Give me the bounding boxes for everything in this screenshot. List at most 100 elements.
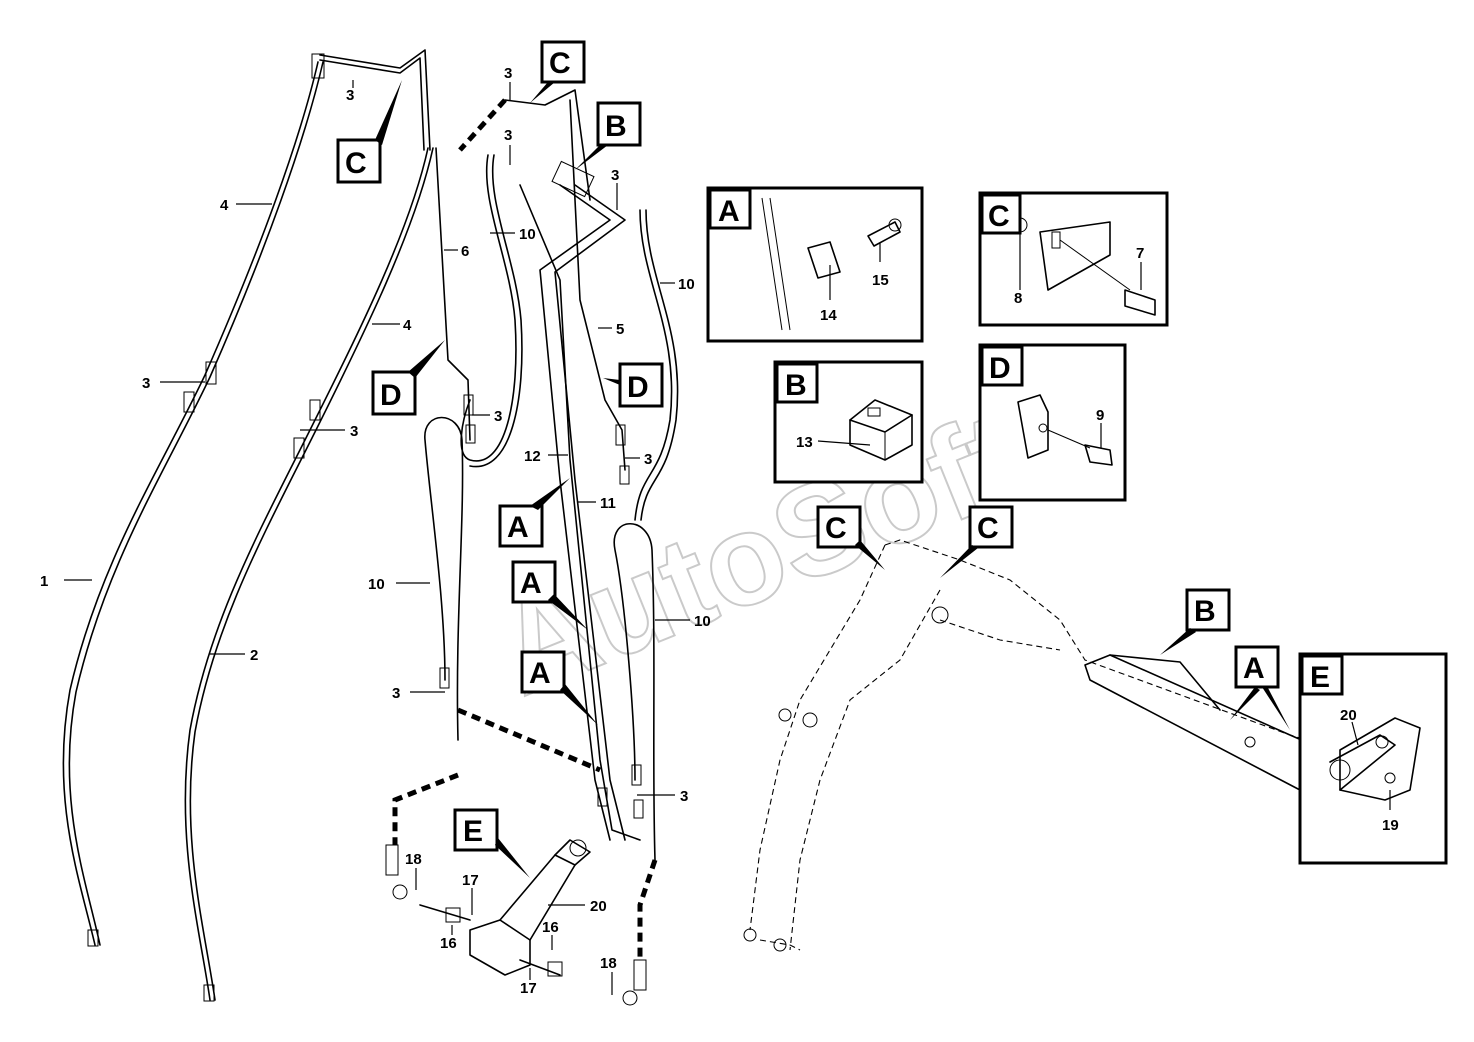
part-label-10: 10 xyxy=(678,276,695,293)
part-label-3: 3 xyxy=(504,65,512,82)
callout-b-1: B xyxy=(575,101,642,170)
cylinder-20 xyxy=(419,839,591,977)
part-label-1: 1 xyxy=(40,573,48,590)
hose-10-loop-right xyxy=(613,523,656,861)
part-label-16: 16 xyxy=(440,935,457,952)
part-label-14: 14 xyxy=(820,307,837,324)
part-label-17: 17 xyxy=(520,980,537,997)
fitting xyxy=(203,984,215,1002)
callout-e-detail: E xyxy=(1310,661,1330,694)
part-label-20: 20 xyxy=(590,898,607,915)
hose-10-right-b xyxy=(640,209,679,521)
hose-2 xyxy=(184,147,429,1001)
pipe-5 xyxy=(569,99,626,471)
part-label-19: 19 xyxy=(1382,817,1399,834)
callout-e-1: E xyxy=(453,808,530,878)
part-label-18: 18 xyxy=(405,851,422,868)
clamp-block xyxy=(551,160,595,198)
part-label-2: 2 xyxy=(250,647,258,664)
callout-c-boom-1: C xyxy=(816,505,885,570)
pipe-6 xyxy=(435,147,471,441)
part-label-6: 6 xyxy=(461,243,469,260)
detail-frame-c: C 7 8 xyxy=(978,191,1169,327)
fitting xyxy=(439,667,450,689)
callout-b-detail: B xyxy=(785,369,807,402)
part-label-3: 3 xyxy=(346,87,354,104)
boom-outline xyxy=(743,539,1381,952)
callout-a-detail: A xyxy=(718,195,740,228)
part-label-17: 17 xyxy=(462,872,479,889)
hose-group-left xyxy=(62,49,434,1002)
fitting xyxy=(633,799,644,819)
dashed-link xyxy=(457,707,601,773)
elbow-fitting xyxy=(392,884,408,900)
part-label-3: 3 xyxy=(392,685,400,702)
part-label-5: 5 xyxy=(616,321,624,338)
part-label-3: 3 xyxy=(350,423,358,440)
part-label-3: 3 xyxy=(644,451,652,468)
part-label-8: 8 xyxy=(1014,290,1022,307)
fitting xyxy=(385,844,399,876)
hose-1 xyxy=(62,61,319,946)
callout-d-detail: D xyxy=(989,352,1011,385)
fitting xyxy=(631,764,642,786)
part-label-10: 10 xyxy=(694,613,711,630)
part-label-3: 3 xyxy=(680,788,688,805)
detail-frame-d: D 9 xyxy=(978,343,1127,502)
hose-10-loop-left xyxy=(424,416,464,741)
part-label-13: 13 xyxy=(796,434,813,451)
part-label-18: 18 xyxy=(600,955,617,972)
svg-text:A: A xyxy=(529,657,551,690)
pipe-top-right xyxy=(504,89,591,201)
detail-frame-e: E 20 19 xyxy=(1298,652,1448,865)
fitting xyxy=(205,361,217,385)
part-label-3: 3 xyxy=(504,127,512,144)
fitting xyxy=(615,424,626,446)
dashed-link xyxy=(392,772,459,845)
svg-text:C: C xyxy=(977,512,999,545)
part-labels: 4 4 1 2 3 3 3 3 3 3 3 3 3 3 6 10 10 10 1… xyxy=(40,65,711,997)
svg-text:C: C xyxy=(345,147,367,180)
hose-1-b xyxy=(68,61,324,946)
part-label-3: 3 xyxy=(494,408,502,425)
part-label-20: 20 xyxy=(1340,707,1357,724)
fitting xyxy=(183,391,195,413)
callout-c-2: C xyxy=(530,40,586,103)
fitting xyxy=(465,424,476,444)
svg-text:A: A xyxy=(520,567,542,600)
callout-c-detail: C xyxy=(988,200,1010,233)
fitting xyxy=(597,787,608,807)
svg-text:C: C xyxy=(549,47,571,80)
pipe-11-b xyxy=(554,184,626,841)
detail-frame-b: B 13 xyxy=(773,360,924,484)
part-label-9: 9 xyxy=(1096,407,1104,424)
svg-text:E: E xyxy=(463,815,483,848)
part-label-10: 10 xyxy=(519,226,536,243)
elbow-fitting xyxy=(622,990,638,1006)
callout-a-3: A xyxy=(520,650,598,725)
fitting xyxy=(633,959,647,991)
svg-text:B: B xyxy=(1194,595,1216,628)
svg-text:A: A xyxy=(1243,652,1265,685)
fitting xyxy=(619,465,630,485)
callout-c-boom-2: C xyxy=(940,505,1014,578)
fitting xyxy=(293,437,305,459)
part-label-3: 3 xyxy=(142,375,150,392)
part-label-16: 16 xyxy=(542,919,559,936)
callout-a-boom: A xyxy=(1230,645,1290,730)
callout-a-2: A xyxy=(511,560,588,630)
part-label-7: 7 xyxy=(1136,245,1144,262)
fitting xyxy=(87,929,99,947)
detail-frame-a: A 14 15 xyxy=(706,186,924,343)
callout-c-1: C xyxy=(336,80,402,184)
dashed-link xyxy=(637,859,658,960)
part-label-12: 12 xyxy=(524,448,541,465)
callout-b-boom: B xyxy=(1160,588,1231,655)
part-label-11: 11 xyxy=(600,495,616,512)
fitting xyxy=(309,399,321,421)
hose-2-b xyxy=(189,147,434,1001)
svg-text:D: D xyxy=(380,379,402,412)
part-label-3: 3 xyxy=(611,167,619,184)
svg-text:D: D xyxy=(627,371,649,404)
dashed-link xyxy=(458,98,507,152)
